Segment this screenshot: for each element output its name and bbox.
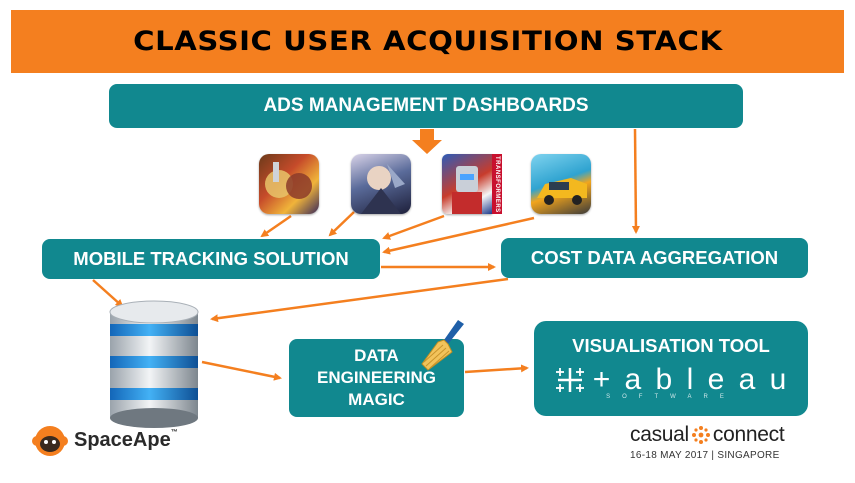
arrow-icon4-to-tracking bbox=[382, 216, 535, 255]
arrow-cost-to-db bbox=[210, 277, 509, 323]
mobile-tracking-box: MOBILE TRACKING SOLUTION bbox=[42, 239, 380, 279]
broom-icon bbox=[421, 320, 464, 371]
tableau-cross-icon bbox=[555, 368, 584, 392]
arrow-tracking-to-db bbox=[92, 279, 124, 308]
ads-management-box: ADS MANAGEMENT DASHBOARDS bbox=[109, 84, 743, 128]
robot-art-icon bbox=[452, 166, 482, 214]
event-date: 16-18 MAY 2017 | SINGAPORE bbox=[630, 450, 780, 461]
database-icon bbox=[106, 298, 202, 430]
engineering-line2: ENGINEERING bbox=[316, 368, 437, 387]
app-icon-warriors bbox=[259, 154, 319, 214]
casual-word: casual bbox=[630, 423, 689, 446]
heroine-art-icon bbox=[361, 164, 405, 214]
page-title: CLASSIC USER ACQUISITION STACK bbox=[132, 26, 723, 57]
spaceape-logo: SpaceApe™ bbox=[32, 423, 178, 457]
tableau-logo: + a b l e a u bbox=[553, 363, 790, 397]
arrow-db-to-engineering bbox=[201, 360, 282, 381]
connect-word: connect bbox=[712, 423, 785, 446]
casual-connect-logo: casual connect 16-18 MAY 2017 | SINGAPOR… bbox=[630, 423, 825, 461]
visualisation-tool-box: VISUALISATION TOOL + a b l e a u SOFTWAR… bbox=[534, 321, 808, 416]
cost-aggregation-box: COST DATA AGGREGATION bbox=[501, 238, 808, 278]
spaceape-logo-icon bbox=[32, 426, 68, 456]
arrow-icon2-to-tracking bbox=[328, 211, 355, 237]
arrow-icon1-to-tracking bbox=[260, 214, 292, 238]
app-icon-heroine bbox=[351, 154, 411, 214]
engineering-line3: MAGIC bbox=[348, 390, 405, 409]
car-art-icon bbox=[537, 178, 587, 205]
casual-connect-icon bbox=[691, 426, 710, 444]
ads-management-label: ADS MANAGEMENT DASHBOARDS bbox=[263, 95, 589, 116]
warrior-art-icon bbox=[265, 162, 312, 199]
app-icon-racing-car bbox=[531, 154, 591, 214]
transformers-strip: TRANSFORMERS bbox=[492, 154, 502, 214]
tableau-wordmark: + a b l e a u bbox=[592, 363, 790, 396]
arrow-icon3-to-tracking bbox=[382, 214, 445, 240]
engineering-line1: DATA bbox=[354, 346, 399, 365]
visualisation-tool-label: VISUALISATION TOOL bbox=[572, 335, 770, 356]
ads-down-arrow bbox=[412, 129, 442, 154]
title-banner: CLASSIC USER ACQUISITION STACK bbox=[11, 10, 844, 73]
tableau-software-label: SOFTWARE bbox=[606, 394, 736, 400]
mobile-tracking-label: MOBILE TRACKING SOLUTION bbox=[73, 248, 349, 269]
cost-aggregation-label: COST DATA AGGREGATION bbox=[530, 247, 779, 268]
arrow-engineering-to-viz bbox=[464, 364, 529, 374]
transformers-label: TRANSFORMERS bbox=[494, 155, 500, 213]
casual-connect-wordmark: casual connect bbox=[630, 423, 825, 447]
app-icon-robot bbox=[442, 154, 492, 214]
arrow-ads-to-cost bbox=[631, 128, 640, 234]
spaceape-wordmark: SpaceApe™ bbox=[74, 428, 178, 451]
